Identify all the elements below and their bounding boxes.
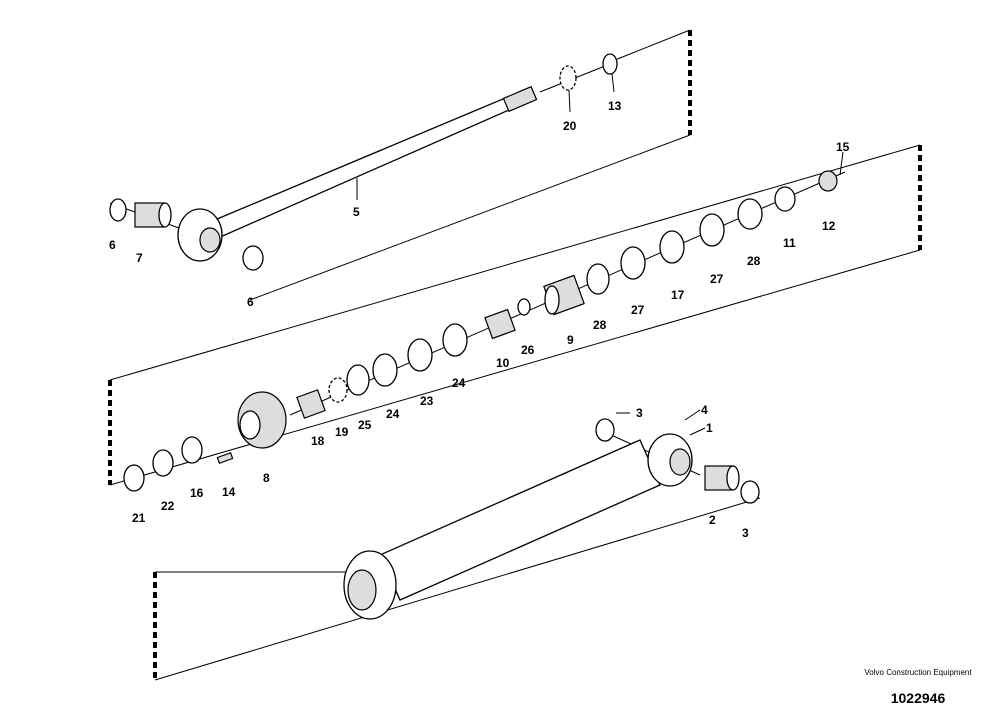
callout-24: 24 [386, 407, 400, 421]
ring-26 [517, 298, 531, 316]
ring-11 [774, 186, 796, 212]
callout-8: 8 [263, 471, 270, 485]
ring-27a [699, 213, 725, 247]
ring-27b [620, 246, 646, 280]
callout-labels: 13 20 5 15 12 11 28 27 17 27 28 9 26 10 … [109, 99, 850, 540]
callout-15: 15 [836, 140, 850, 154]
callout-9: 9 [567, 333, 574, 347]
ring-21 [123, 464, 145, 492]
callout-13: 13 [608, 99, 622, 113]
callout-3: 3 [742, 526, 749, 540]
callout-10: 10 [496, 356, 510, 370]
callout-5: 5 [353, 205, 360, 219]
bushing-7 [134, 202, 172, 228]
ring-13 [602, 53, 618, 75]
callout-2: 2 [709, 513, 716, 527]
callout-27: 27 [631, 303, 645, 317]
ring-16 [181, 436, 203, 464]
bushing-18 [296, 389, 326, 419]
ring-22 [152, 449, 174, 477]
seal-ring-6a [109, 198, 127, 222]
callout-27: 27 [710, 272, 724, 286]
callout-11: 11 [783, 236, 796, 250]
ring-24b [372, 353, 398, 387]
callout-1: 1 [706, 421, 713, 435]
callout-24: 24 [452, 376, 466, 390]
callout-7: 7 [136, 251, 143, 265]
callout-12: 12 [822, 219, 836, 233]
nut-12 [818, 170, 838, 192]
seal-ring-3b [740, 480, 760, 504]
assembly-guides [108, 29, 922, 681]
seal-ring-6b [242, 245, 264, 271]
bushing-10 [484, 308, 516, 340]
callout-28: 28 [747, 254, 761, 268]
callout-4: 4 [701, 403, 708, 417]
ring-25 [346, 364, 370, 396]
bushing-2 [704, 465, 740, 491]
ring-17 [659, 230, 685, 264]
callout-17: 17 [671, 288, 685, 302]
company-credit: Volvo Construction Equipment [864, 668, 972, 677]
piston-rod [177, 85, 538, 262]
cylinder-barrel [343, 433, 693, 620]
callout-22: 22 [161, 499, 175, 513]
ring-23 [407, 338, 433, 372]
leader-lines [356, 73, 844, 436]
callout-25: 25 [358, 418, 372, 432]
piston-9 [543, 274, 585, 316]
callout-3: 3 [636, 406, 643, 420]
document-number: 1022946 [890, 690, 946, 706]
ring-20 [559, 65, 577, 91]
callout-6: 6 [247, 295, 254, 309]
piston-stack [123, 170, 838, 492]
callout-19: 19 [335, 425, 349, 439]
callout-20: 20 [563, 119, 577, 133]
callout-16: 16 [190, 486, 204, 500]
screw-14 [216, 452, 234, 464]
seal-ring-3a [595, 418, 615, 442]
callout-21: 21 [132, 511, 146, 525]
ring-28b [586, 263, 610, 295]
callout-14: 14 [222, 485, 236, 499]
cylinder-head-8 [237, 391, 287, 449]
ring-24a [442, 323, 468, 357]
callout-28: 28 [593, 318, 607, 332]
ring-28a [737, 198, 763, 230]
callout-18: 18 [311, 434, 325, 448]
callout-26: 26 [521, 343, 535, 357]
ring-19 [328, 377, 348, 403]
callout-6: 6 [109, 238, 116, 252]
callout-23: 23 [420, 394, 434, 408]
